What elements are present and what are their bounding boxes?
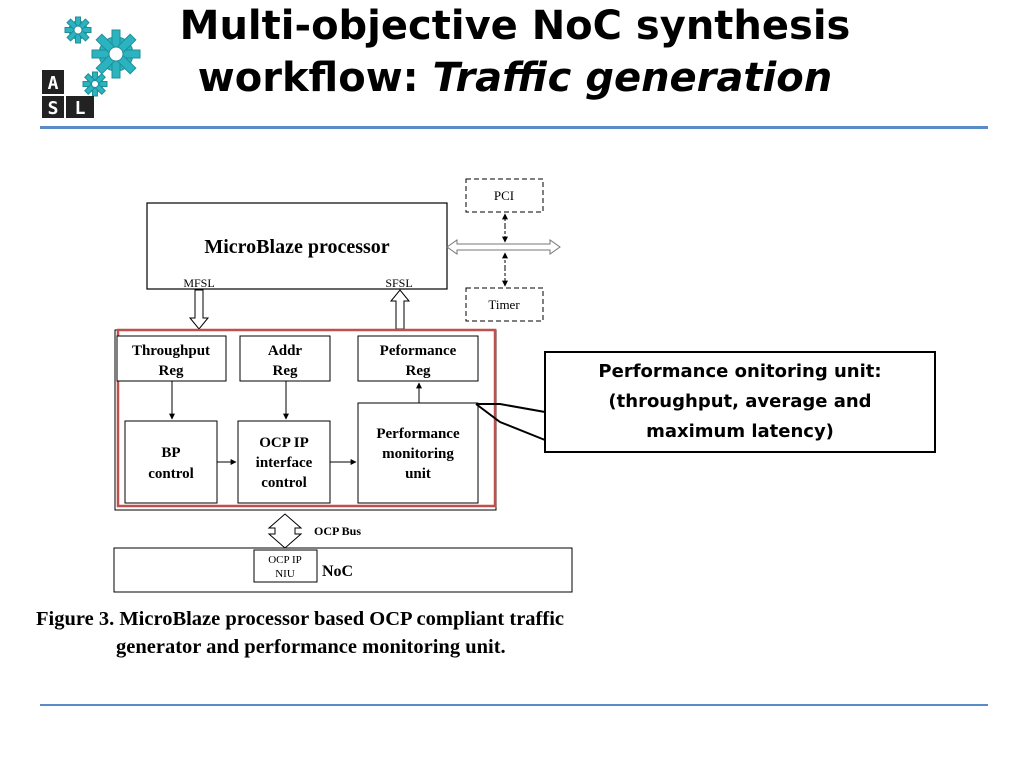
ocp-ip-control-label-3: control	[261, 475, 307, 491]
mfsl-label: MFSL	[183, 276, 214, 290]
logo-letter-l: L	[75, 98, 86, 119]
ocp-bus-arrow	[267, 513, 303, 549]
logo-letter-s: S	[48, 98, 59, 119]
ocp-ip-control-label-1: OCP IP	[259, 435, 309, 451]
callout-pointer	[476, 403, 546, 413]
addr-reg-label-2: Reg	[273, 363, 298, 379]
throughput-reg-label-1: Throughput	[132, 343, 210, 359]
gears-icon	[64, 16, 141, 97]
title-line-2-italic: Traffic generation	[432, 55, 833, 101]
perf-monitor-label-2: monitoring	[382, 446, 454, 462]
ocp-ip-niu-label-2: NIU	[275, 568, 295, 580]
ocp-bus-label: OCP Bus	[314, 524, 361, 538]
caption-line-2: generator and performance monitoring uni…	[116, 636, 506, 658]
perf-reg-label-2: Reg	[406, 363, 431, 379]
bp-control-label-1: BP	[161, 445, 180, 461]
callout-text: Performance onitoring unit: (throughput,…	[598, 357, 881, 447]
perf-monitor-box	[357, 402, 479, 504]
ocp-ip-niu-label-1: OCP IP	[268, 554, 302, 566]
perf-reg-box	[357, 335, 479, 382]
callout-line-1: Performance onitoring unit:	[598, 361, 882, 382]
ocp-ip-niu-box	[253, 549, 318, 583]
sfsl-label: SFSL	[385, 276, 412, 290]
performance-callout: Performance onitoring unit: (throughput,…	[544, 351, 936, 453]
logo-letter-a: A	[48, 73, 59, 94]
caption-line-1: Figure 3. MicroBlaze processor based OCP…	[36, 608, 564, 630]
noc-label: NoC	[322, 563, 353, 580]
timer-box	[465, 287, 544, 322]
title-divider	[40, 126, 988, 129]
bp-control-box	[124, 420, 218, 504]
figure-caption: Figure 3. MicroBlaze processor based OCP…	[36, 605, 676, 661]
callout-pointer-lower	[475, 403, 546, 441]
perf-monitor-label-3: unit	[405, 466, 431, 482]
ocp-ip-control-label-2: interface	[256, 455, 313, 471]
perf-monitor-label-1: Performance	[376, 426, 460, 442]
asl-logo: A S L	[42, 16, 141, 119]
sfsl-arrow	[389, 289, 411, 330]
pci-label: PCI	[494, 188, 514, 203]
footer-divider	[40, 704, 988, 706]
addr-reg-label-1: Addr	[268, 343, 303, 359]
processor-label: MicroBlaze processor	[204, 236, 389, 258]
title-line-1: Multi-objective NoC synthesis	[179, 3, 851, 49]
noc-box	[113, 547, 573, 593]
throughput-reg-label-2: Reg	[159, 363, 184, 379]
throughput-reg-box	[116, 335, 227, 382]
bp-control-label-2: control	[148, 466, 194, 482]
title-line-2: workflow: Traffic generation	[130, 52, 900, 104]
pci-box	[465, 178, 544, 213]
callout-line-2: (throughput, average and	[608, 391, 872, 412]
slide-title: Multi-objective NoC synthesis workflow: …	[130, 0, 900, 104]
title-line-2-prefix: workflow:	[197, 55, 433, 101]
addr-reg-box	[239, 335, 331, 382]
callout-line-3: maximum latency)	[646, 421, 834, 442]
mfsl-arrow	[188, 289, 210, 330]
asl-letters: A S L	[42, 70, 94, 119]
perf-reg-label-1: Peformance	[380, 343, 457, 359]
ocp-ip-control-box	[237, 420, 331, 504]
processor-box	[146, 202, 448, 290]
timer-label: Timer	[488, 297, 520, 312]
processor-bus-arrow	[446, 239, 561, 255]
